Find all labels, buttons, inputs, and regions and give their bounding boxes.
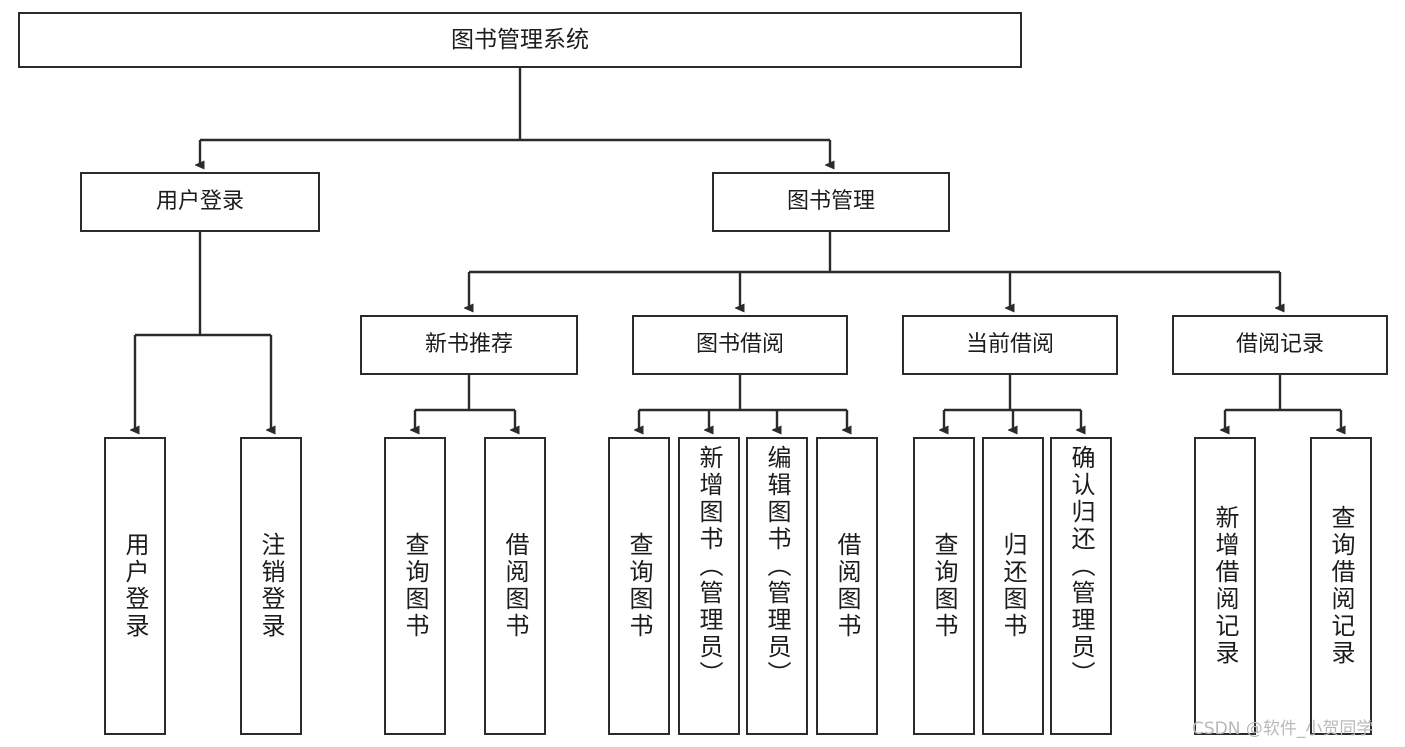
node-book-manage[interactable]: 图书管理 xyxy=(712,172,950,232)
node-leaf-add-record-label: 新增借阅记录 xyxy=(1211,505,1239,667)
edges-current-borrow-to-leaves xyxy=(944,375,1081,430)
node-leaf-query-book-2-label: 查询图书 xyxy=(625,532,653,640)
node-leaf-return-book-label: 归还图书 xyxy=(999,532,1027,640)
node-leaf-logout-label: 注销登录 xyxy=(257,532,285,640)
node-leaf-add-book-label: 新增图书（管理员） xyxy=(695,445,723,688)
node-leaf-edit-book-label: 编辑图书（管理员） xyxy=(763,445,791,688)
node-leaf-borrow-book-1-label: 借阅图书 xyxy=(501,532,529,640)
edges-root-to-level1 xyxy=(200,68,830,165)
node-current-borrow-label: 当前借阅 xyxy=(965,332,1054,357)
node-leaf-borrow-book-2-label: 借阅图书 xyxy=(833,532,861,640)
node-root[interactable]: 图书管理系统 xyxy=(18,12,1022,68)
edges-book-manage-to-level2 xyxy=(469,232,1280,308)
node-leaf-confirm-return-label: 确认归还（管理员） xyxy=(1067,445,1095,688)
node-leaf-borrow-book-1[interactable]: 借阅图书 xyxy=(484,437,546,735)
node-leaf-borrow-book-2[interactable]: 借阅图书 xyxy=(816,437,878,735)
node-leaf-confirm-return[interactable]: 确认归还（管理员） xyxy=(1050,437,1112,735)
edges-book-borrow-to-leaves xyxy=(639,375,847,430)
node-user-login-label: 用户登录 xyxy=(155,189,244,214)
node-leaf-add-book[interactable]: 新增图书（管理员） xyxy=(678,437,740,735)
node-leaf-user-login-label: 用户登录 xyxy=(121,532,149,640)
node-leaf-logout[interactable]: 注销登录 xyxy=(240,437,302,735)
edges-user-login-to-leaves xyxy=(135,232,271,430)
node-leaf-query-book-3-label: 查询图书 xyxy=(930,532,958,640)
node-leaf-query-book-2[interactable]: 查询图书 xyxy=(608,437,670,735)
node-new-book-recommend[interactable]: 新书推荐 xyxy=(360,315,578,375)
node-borrow-record-label: 借阅记录 xyxy=(1235,332,1324,357)
edges-new-book-recommend-to-leaves xyxy=(415,375,515,430)
node-book-borrow[interactable]: 图书借阅 xyxy=(632,315,848,375)
node-user-login[interactable]: 用户登录 xyxy=(80,172,320,232)
node-new-book-recommend-label: 新书推荐 xyxy=(424,332,513,357)
node-leaf-return-book[interactable]: 归还图书 xyxy=(982,437,1044,735)
node-leaf-edit-book[interactable]: 编辑图书（管理员） xyxy=(746,437,808,735)
node-leaf-query-record[interactable]: 查询借阅记录 xyxy=(1310,437,1372,735)
node-leaf-query-record-label: 查询借阅记录 xyxy=(1327,505,1355,667)
edges-borrow-record-to-leaves xyxy=(1225,375,1341,430)
node-leaf-query-book-1-label: 查询图书 xyxy=(401,532,429,640)
node-current-borrow[interactable]: 当前借阅 xyxy=(902,315,1118,375)
node-root-label: 图书管理系统 xyxy=(451,26,589,53)
node-leaf-add-record[interactable]: 新增借阅记录 xyxy=(1194,437,1256,735)
node-leaf-query-book-1[interactable]: 查询图书 xyxy=(384,437,446,735)
node-leaf-query-book-3[interactable]: 查询图书 xyxy=(913,437,975,735)
node-book-borrow-label: 图书借阅 xyxy=(695,332,784,357)
node-borrow-record[interactable]: 借阅记录 xyxy=(1172,315,1388,375)
node-book-manage-label: 图书管理 xyxy=(786,189,875,214)
node-leaf-user-login[interactable]: 用户登录 xyxy=(104,437,166,735)
csdn-watermark: CSDN @软件_小贺同学 xyxy=(1192,719,1374,739)
